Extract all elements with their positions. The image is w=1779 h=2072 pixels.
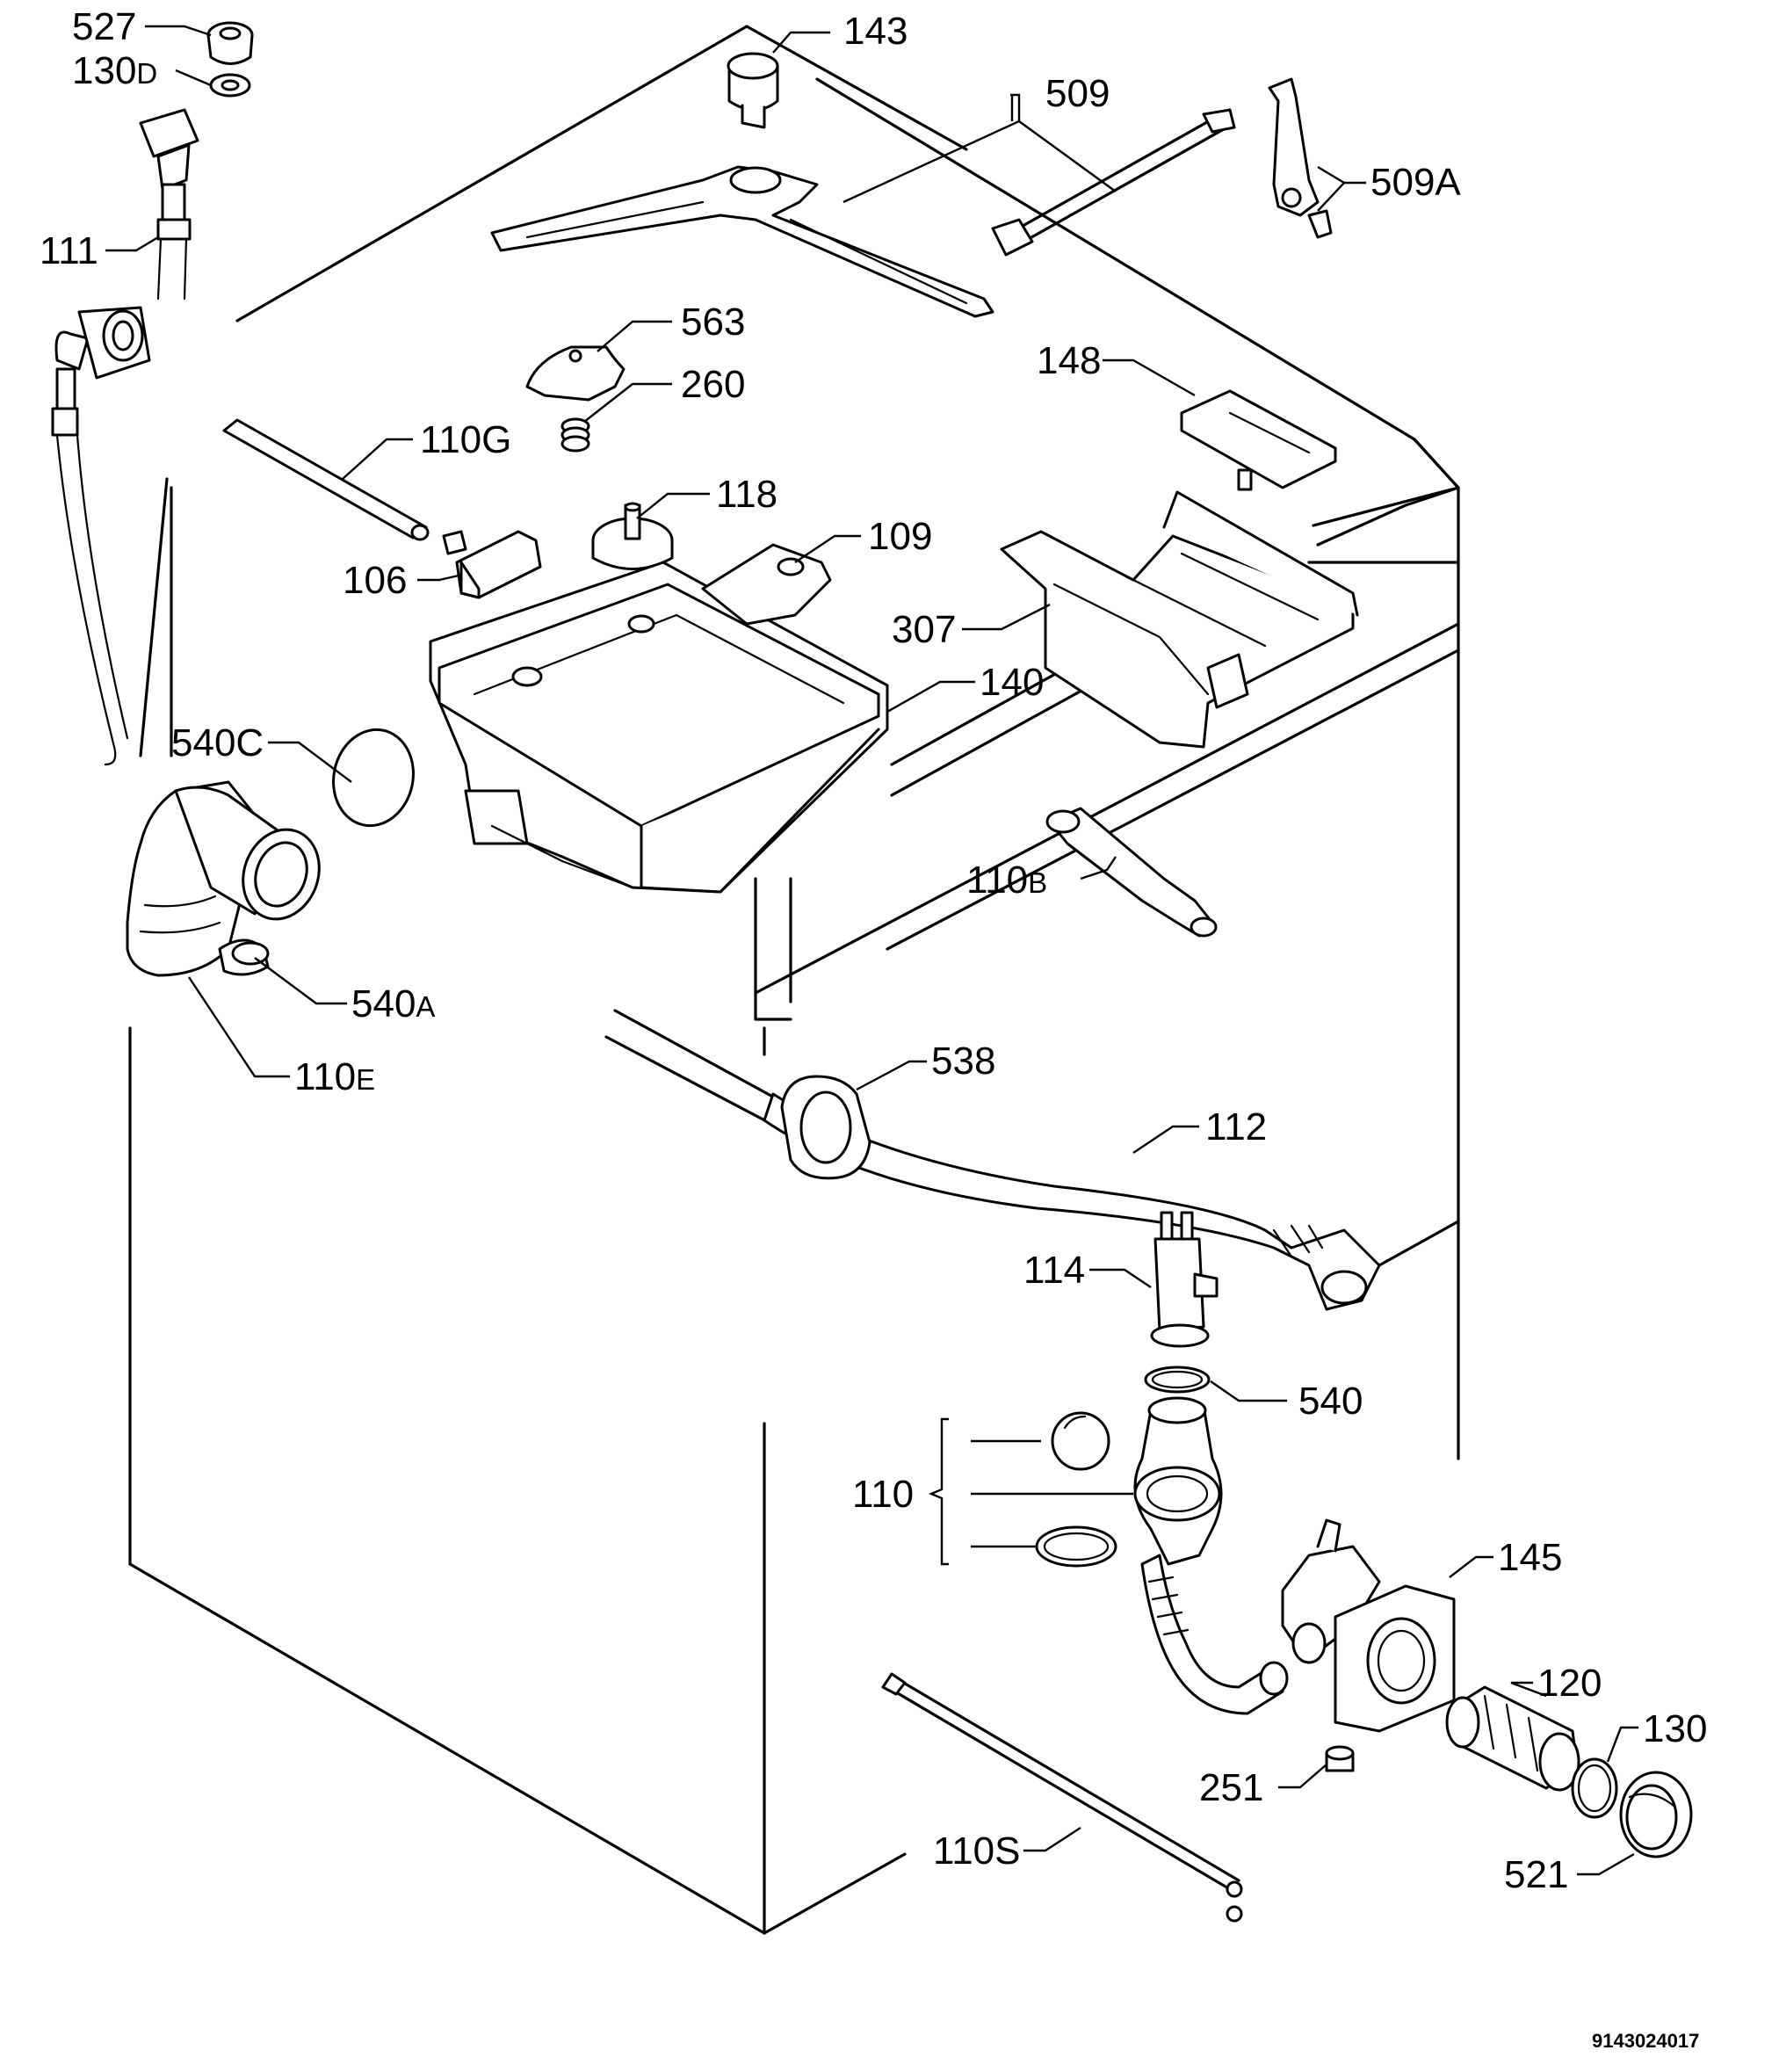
part-540C-ring xyxy=(332,728,415,828)
part-110G-tube xyxy=(222,418,430,541)
label-540C: 540C xyxy=(171,721,264,764)
label-114: 114 xyxy=(1023,1249,1085,1292)
part-118-gear xyxy=(591,502,674,570)
label-540: 540 xyxy=(1298,1380,1363,1423)
label-130: 130 xyxy=(1643,1707,1707,1750)
label-145: 145 xyxy=(1498,1536,1562,1579)
part-110B-small-hose xyxy=(1045,807,1218,938)
part-527-cap xyxy=(206,21,254,65)
label-140: 140 xyxy=(980,661,1044,704)
part-509-rod xyxy=(991,108,1236,257)
part-111-inlet-hose xyxy=(51,108,199,766)
label-110S: 110S xyxy=(933,1829,1021,1873)
cabinet-outline xyxy=(128,25,1460,1935)
label-110: 110 xyxy=(852,1473,914,1516)
drawing-code: 9143024017 xyxy=(1592,2030,1699,2052)
part-148-panel xyxy=(1180,389,1337,491)
part-509-lever xyxy=(490,165,994,318)
part-130-seal xyxy=(1571,1757,1618,1819)
label-538: 538 xyxy=(931,1040,995,1083)
label-120: 120 xyxy=(1537,1662,1602,1705)
label-118: 118 xyxy=(716,473,777,516)
part-538-grommet xyxy=(780,1075,871,1180)
part-140-dispenser-housing xyxy=(429,561,889,894)
leader-lines xyxy=(105,25,1638,1876)
label-111: 111 xyxy=(40,229,98,272)
label-143: 143 xyxy=(843,10,908,53)
label-527: 527 xyxy=(72,5,136,48)
part-145-pump-housing xyxy=(1281,1518,1456,1733)
label-110G: 110G xyxy=(420,418,511,461)
part-260-spring xyxy=(560,417,590,453)
label-148: 148 xyxy=(1037,339,1101,382)
callout-labels: 527 130D 143 509 509A 111 563 260 148 11… xyxy=(40,5,1707,1896)
part-106-bracket xyxy=(442,530,542,599)
part-130D-washer xyxy=(209,73,251,98)
label-110B: 110B xyxy=(966,859,1047,902)
label-509A: 509A xyxy=(1370,161,1461,204)
label-251: 251 xyxy=(1199,1766,1263,1809)
label-260: 260 xyxy=(681,363,745,406)
part-120-filter xyxy=(1445,1685,1580,1792)
label-130D: 130D xyxy=(72,49,157,92)
label-112: 112 xyxy=(1205,1105,1267,1148)
label-106: 106 xyxy=(343,559,407,602)
part-110-ring xyxy=(1035,1525,1117,1568)
part-509A-arm xyxy=(1268,77,1333,239)
label-110E: 110E xyxy=(294,1055,375,1098)
label-563: 563 xyxy=(681,301,745,344)
label-521: 521 xyxy=(1504,1853,1568,1896)
part-110-ball xyxy=(1051,1411,1110,1471)
part-143-knob xyxy=(727,52,779,129)
label-540A: 540A xyxy=(351,982,435,1025)
part-110S-rod xyxy=(881,1672,1243,1923)
part-109-top-cover xyxy=(701,543,832,626)
part-563-cover xyxy=(525,345,626,402)
part-521-cap xyxy=(1619,1771,1693,1858)
label-307: 307 xyxy=(892,608,956,651)
label-509: 509 xyxy=(1045,72,1110,115)
part-112-drain-hose xyxy=(763,1092,1381,1311)
part-540A-clamp xyxy=(218,938,270,976)
part-251-nut xyxy=(1325,1745,1355,1772)
label-109: 109 xyxy=(868,515,932,558)
part-110-valve-housing xyxy=(1133,1396,1289,1715)
part-307-drawer xyxy=(1000,490,1359,749)
part-110E-elbow-hose xyxy=(126,780,321,977)
part-114-sensor xyxy=(1150,1211,1219,1348)
part-540-ring xyxy=(1144,1366,1211,1394)
